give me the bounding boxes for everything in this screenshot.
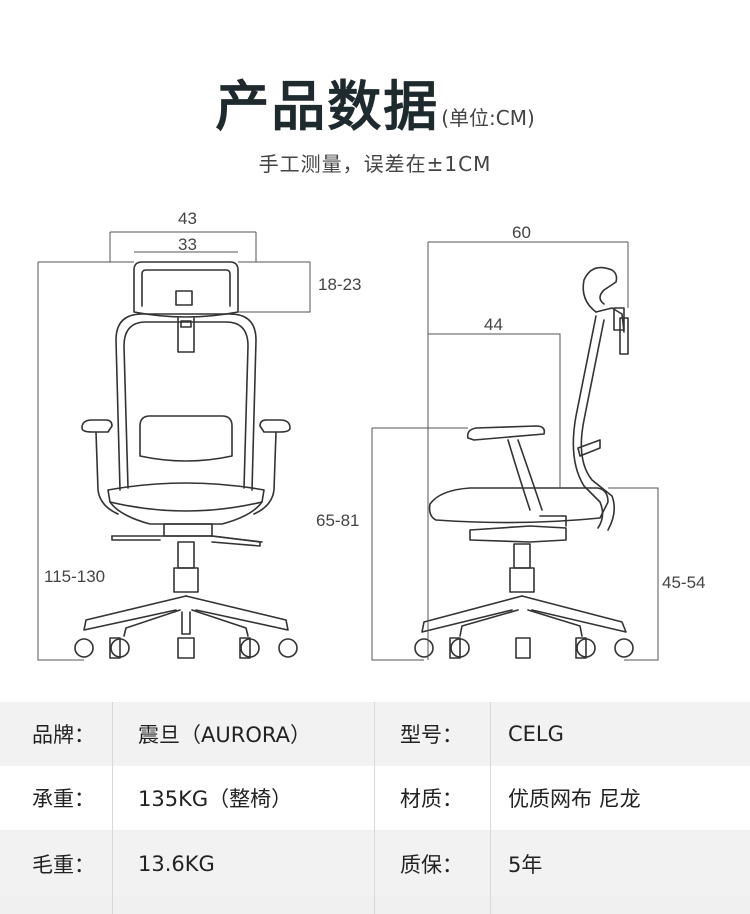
spec-label-model: 型号： (400, 723, 463, 747)
spec-value-weight: 13.6KG (138, 852, 215, 876)
dim-seat-height: 45-54 (662, 573, 705, 592)
spec-row: 品牌： 震旦（AURORA） 型号： CELG (0, 702, 750, 766)
spec-value-warranty: 5年 (508, 853, 543, 877)
spec-table: 品牌： 震旦（AURORA） 型号： CELG 承重： 135KG（整椅） 材质… (0, 702, 750, 914)
dim-overall-depth: 60 (512, 223, 531, 242)
spec-value-load: 135KG（整椅） (138, 787, 293, 811)
dim-seat-depth: 44 (484, 315, 503, 334)
dim-headrest-width: 33 (178, 235, 197, 254)
spec-row: 承重： 135KG（整椅） 材质： 优质网布 尼龙 (0, 766, 750, 830)
spec-label-brand: 品牌： (32, 723, 95, 747)
dim-overall-width: 43 (178, 209, 197, 228)
spec-label-warranty: 质保： (400, 853, 463, 877)
dim-armrest-height: 65-81 (316, 511, 359, 530)
side-view-chair (414, 266, 634, 659)
page-title: 产品数据 (215, 75, 440, 138)
table-divider (374, 702, 375, 914)
spec-label-material: 材质： (400, 787, 463, 811)
chair-dimension-drawing: 43 33 18-23 115-130 60 44 65-81 45-54 (0, 190, 750, 680)
spec-value-model: CELG (508, 722, 564, 746)
table-divider (490, 702, 491, 914)
spec-value-material: 优质网布 尼龙 (508, 787, 641, 811)
spec-label-load: 承重： (32, 787, 95, 811)
spec-label-weight: 毛重： (32, 853, 95, 877)
dim-headrest-height: 18-23 (318, 275, 361, 294)
front-view-chair (74, 261, 298, 659)
spec-value-brand: 震旦（AURORA） (138, 723, 311, 747)
unit-note: (单位:CM) (441, 106, 535, 130)
table-divider (112, 702, 113, 914)
measurement-note: 手工测量，误差在±1CM (258, 152, 492, 176)
page-title-block: 产品数据(单位:CM) (0, 62, 750, 141)
dim-total-height: 115-130 (44, 567, 105, 586)
spec-row: 毛重： 13.6KG 质保： 5年 (0, 832, 750, 896)
